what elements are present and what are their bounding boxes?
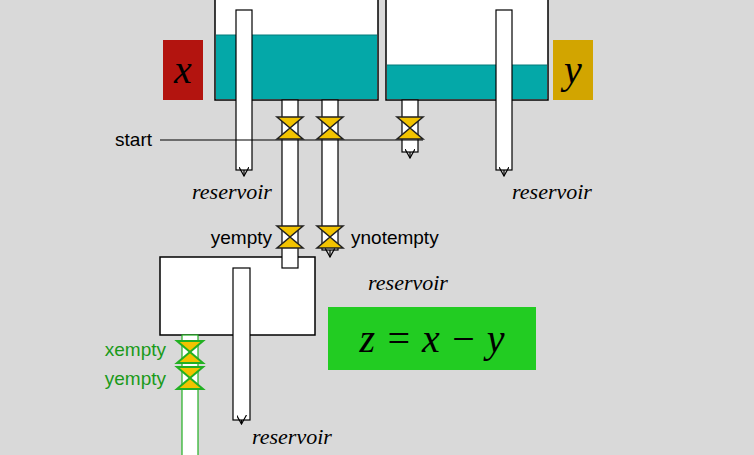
valve [277,117,303,139]
overflow-pipe [233,268,250,420]
overflow-pipe [236,10,252,170]
valve-label: yempty [211,228,272,249]
variable-box: x [163,40,203,100]
drain-arrow [409,152,410,158]
node-text: z = x − y [359,317,504,361]
valve [177,341,203,363]
valve [317,226,343,248]
tank-y [386,0,548,100]
drain-arrow [243,170,244,176]
drain-arrow [241,420,242,424]
node-text: y [564,48,582,92]
drain-arrow [503,170,504,176]
node-text: x [174,48,192,92]
variable-box: y [553,40,593,100]
valve [177,367,203,389]
water-surface [387,65,547,66]
reservoir-label: reservoir [368,271,448,295]
control-label: start [115,130,152,151]
valve [277,226,303,248]
overflow-pipe [496,10,512,170]
formula-box: z = x − y [328,307,536,370]
valve [397,117,423,139]
valve-label: yempty [105,369,166,390]
drain-arrow [329,250,330,257]
valve-label: ynotempty [351,228,439,249]
valve [317,117,343,139]
water-y [387,65,547,99]
reservoir-label: reservoir [252,425,332,449]
reservoir-label: reservoir [512,180,592,204]
valve-label: xempty [105,340,166,361]
reservoir-label: reservoir [192,180,272,204]
